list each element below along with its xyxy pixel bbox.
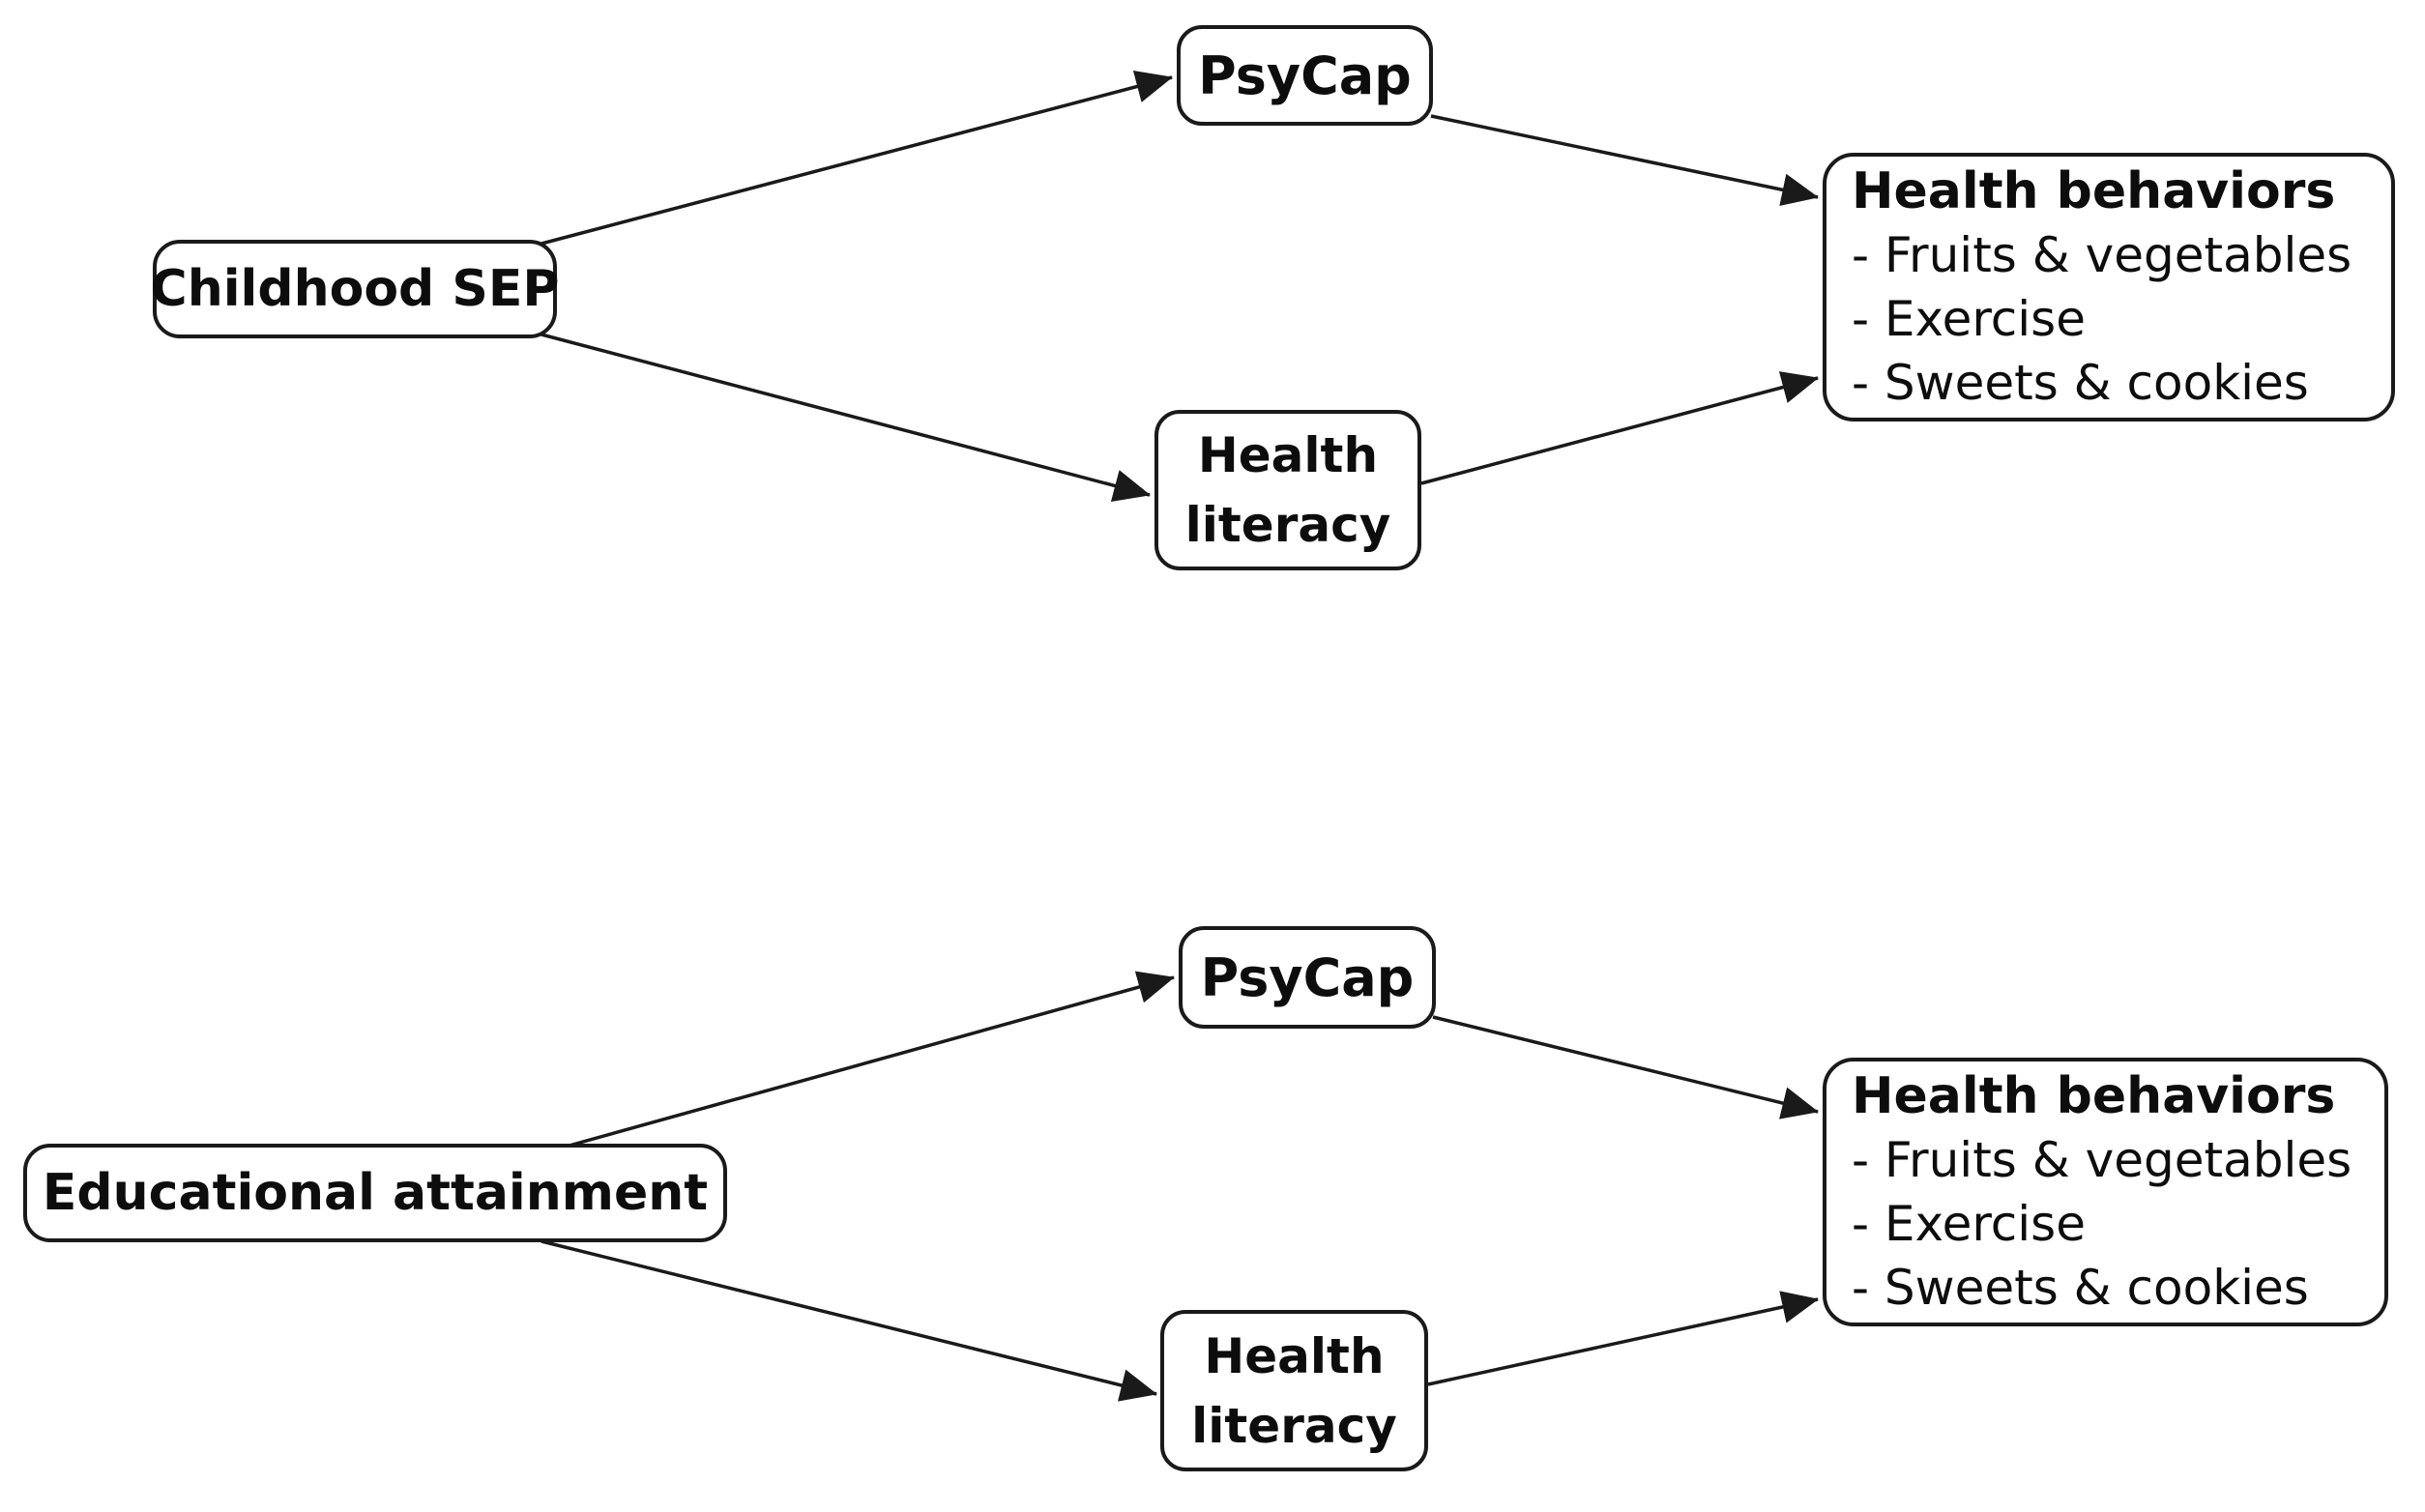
health-behavior-item: - Exercise <box>1852 291 2086 347</box>
health-behaviors-box-bottom: Health behaviors - Fruits & vegetables -… <box>1823 1058 2388 1326</box>
arrow-healthliteracy-to-healthbehaviors-top <box>1420 371 1819 485</box>
psycap-box-top: PsyCap <box>1177 25 1433 126</box>
educational-attainment-label: Educational attainment <box>42 1164 709 1222</box>
childhood-sep-box: Childhood SEP <box>150 240 560 338</box>
health-literacy-label-bottom: Health literacy <box>1191 1327 1397 1454</box>
arrow-psycap-to-healthbehaviors-top <box>1430 114 1819 207</box>
psycap-label-top: PsyCap <box>1198 44 1412 106</box>
health-behavior-item: - Fruits & vegetables <box>1852 227 2352 283</box>
childhood-sep-label: Childhood SEP <box>150 260 560 318</box>
health-literacy-box-bottom: Health literacy <box>1160 1310 1428 1471</box>
arrow-psycap-to-healthbehaviors-bottom <box>1432 1015 1819 1119</box>
health-behavior-item: - Sweets & cookies <box>1852 1260 2309 1316</box>
health-behavior-item: - Sweets & cookies <box>1852 355 2309 411</box>
arrow-eduattainment-to-psycap <box>565 971 1175 1149</box>
health-behavior-item: - Exercise <box>1852 1196 2086 1252</box>
arrow-healthliteracy-to-healthbehaviors-bottom <box>1427 1291 1819 1386</box>
health-behaviors-title-bottom: Health behaviors <box>1852 1067 2336 1125</box>
arrow-childhoodsep-to-psycap <box>541 71 1173 246</box>
health-behaviors-box-top: Health behaviors - Fruits & vegetables -… <box>1823 153 2395 422</box>
educational-attainment-box: Educational attainment <box>23 1144 727 1242</box>
health-behaviors-title-top: Health behaviors <box>1852 162 2336 220</box>
psycap-label-bottom: PsyCap <box>1200 946 1415 1008</box>
health-behavior-item: - Fruits & vegetables <box>1852 1132 2352 1188</box>
psycap-box-bottom: PsyCap <box>1179 926 1436 1029</box>
arrow-childhoodsep-to-healthliteracy <box>541 333 1151 502</box>
health-literacy-box-top: Health literacy <box>1154 410 1421 570</box>
arrow-eduattainment-to-healthliteracy <box>541 1239 1157 1402</box>
health-literacy-label-top: Health literacy <box>1184 427 1391 553</box>
